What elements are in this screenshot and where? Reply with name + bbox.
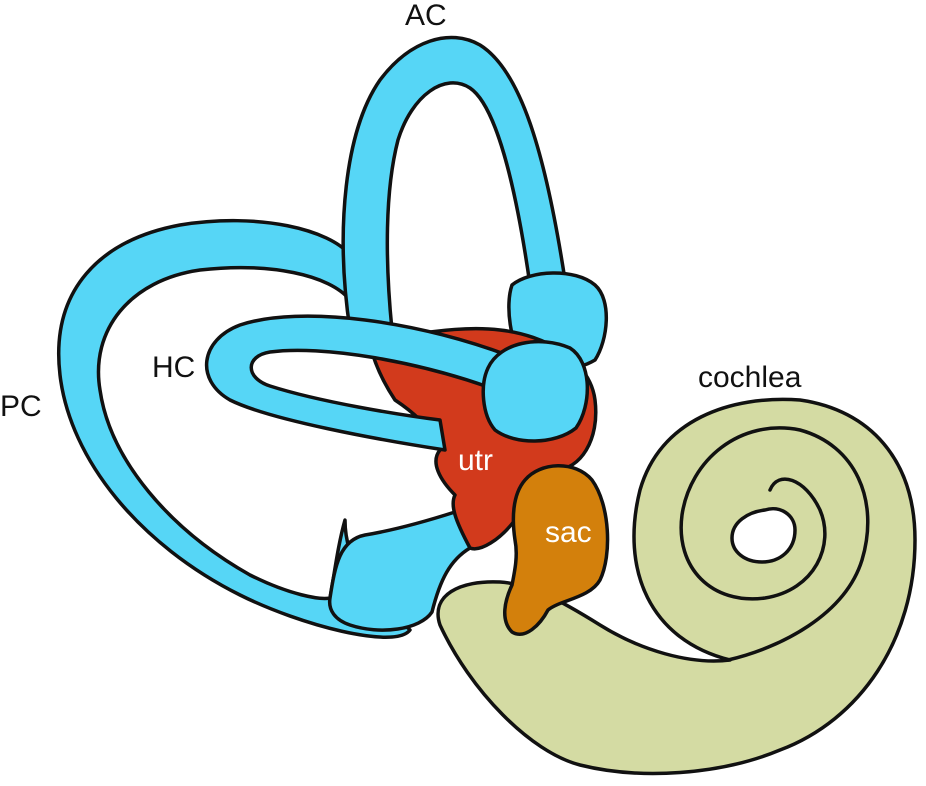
label-utr: utr	[458, 444, 493, 477]
label-hc: HC	[152, 351, 195, 384]
cochlea	[436, 397, 917, 776]
horizontal-canal-ampulla	[481, 339, 589, 443]
anterior-canal	[341, 35, 608, 371]
label-sac: sac	[545, 516, 592, 549]
label-cochlea: cochlea	[698, 361, 802, 394]
horizontal-canal	[204, 314, 589, 452]
label-ac: AC	[405, 0, 447, 32]
cochlea-apex-hole	[730, 507, 797, 564]
posterior-canal	[57, 218, 475, 639]
saccule	[503, 464, 610, 636]
cochlea-spiral-line	[679, 426, 870, 662]
label-pc: PC	[0, 390, 42, 423]
cochlea-body	[436, 397, 917, 776]
anterior-canal-tube	[341, 35, 567, 332]
